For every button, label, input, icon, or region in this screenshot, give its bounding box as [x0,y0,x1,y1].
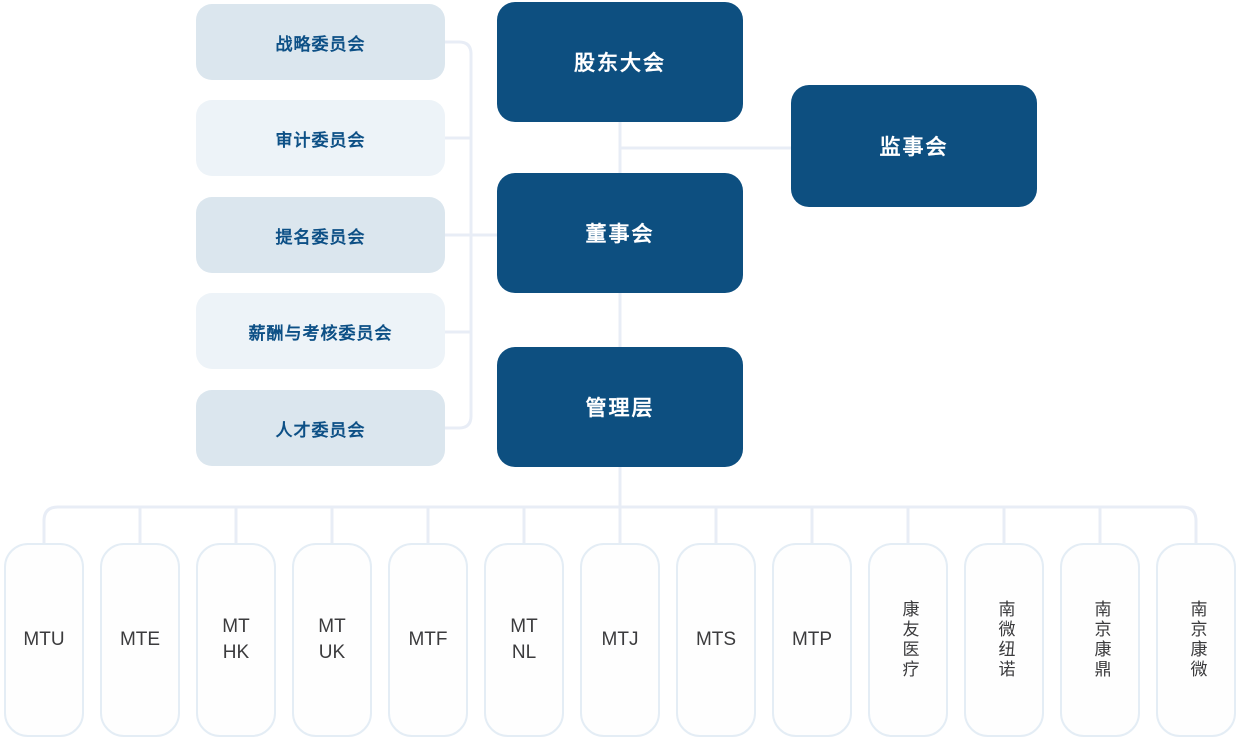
subsidiary-mtp: MTP [772,543,852,737]
node-label: 董事会 [585,223,655,246]
subsidiary-label: MTF [408,629,448,651]
committee-label: 审计委员会 [275,130,366,150]
committee-box-strategy: 战略委员会 [196,4,445,80]
subsidiary-label: MT HK [222,616,250,663]
subsidiary-mte: MTE [100,543,180,737]
subsidiary-nanjing-kangwei: 南京康微 [1156,543,1236,737]
committee-label: 薪酬与考核委员会 [248,323,393,343]
subsidiary-label: 南京康微 [1187,600,1207,680]
subsidiary-nanwei-niunuo: 南微纽诺 [964,543,1044,737]
node-label: 股东大会 [574,52,666,75]
committee-box-audit: 审计委员会 [196,100,445,176]
node-board-of-directors: 董事会 [497,173,743,293]
subsidiary-label: MTE [119,629,161,651]
subsidiary-mts: MTS [676,543,756,737]
subsidiary-mtu: MTU [4,543,84,737]
subsidiary-mtj: MTJ [580,543,660,737]
connector-committee-stubs [445,136,497,334]
committee-label: 战略委员会 [275,34,366,54]
committee-box-remuneration: 薪酬与考核委员会 [196,293,445,369]
subsidiary-nanjing-kangding: 南京康鼎 [1060,543,1140,737]
subsidiary-label: MTU [23,629,65,651]
subsidiaries-row: MTU MTE MT HK MT UK MTF MT NL MTJ MTS MT… [4,543,1236,737]
committee-box-nomination: 提名委员会 [196,197,445,273]
subsidiary-label: MT NL [510,616,538,663]
node-management: 管理层 [497,347,743,467]
subsidiary-mt-hk: MT HK [196,543,276,737]
subsidiary-label: MTS [695,629,737,651]
subsidiary-label: 康友医疗 [899,600,919,680]
node-label: 管理层 [585,397,655,420]
subsidiary-mt-uk: MT UK [292,543,372,737]
node-supervisory-board: 监事会 [791,85,1037,207]
subsidiary-label: MT UK [318,616,346,663]
subsidiary-label: MTJ [601,629,639,651]
connector-subsidiary-stubs [138,507,1102,543]
node-label: 监事会 [879,136,949,159]
committee-label: 人才委员会 [275,420,366,440]
subsidiary-mt-nl: MT NL [484,543,564,737]
subsidiary-label: 南微纽诺 [995,600,1015,680]
committee-box-talent: 人才委员会 [196,390,445,466]
node-shareholders-meeting: 股东大会 [497,2,743,122]
subsidiary-label: MTP [791,629,833,651]
subsidiary-kangyou-yiliao: 康友医疗 [868,543,948,737]
connector-subsidiary-rail [42,505,1198,543]
subsidiary-mtf: MTF [388,543,468,737]
committee-label: 提名委员会 [275,227,366,247]
subsidiary-label: 南京康鼎 [1091,600,1111,680]
